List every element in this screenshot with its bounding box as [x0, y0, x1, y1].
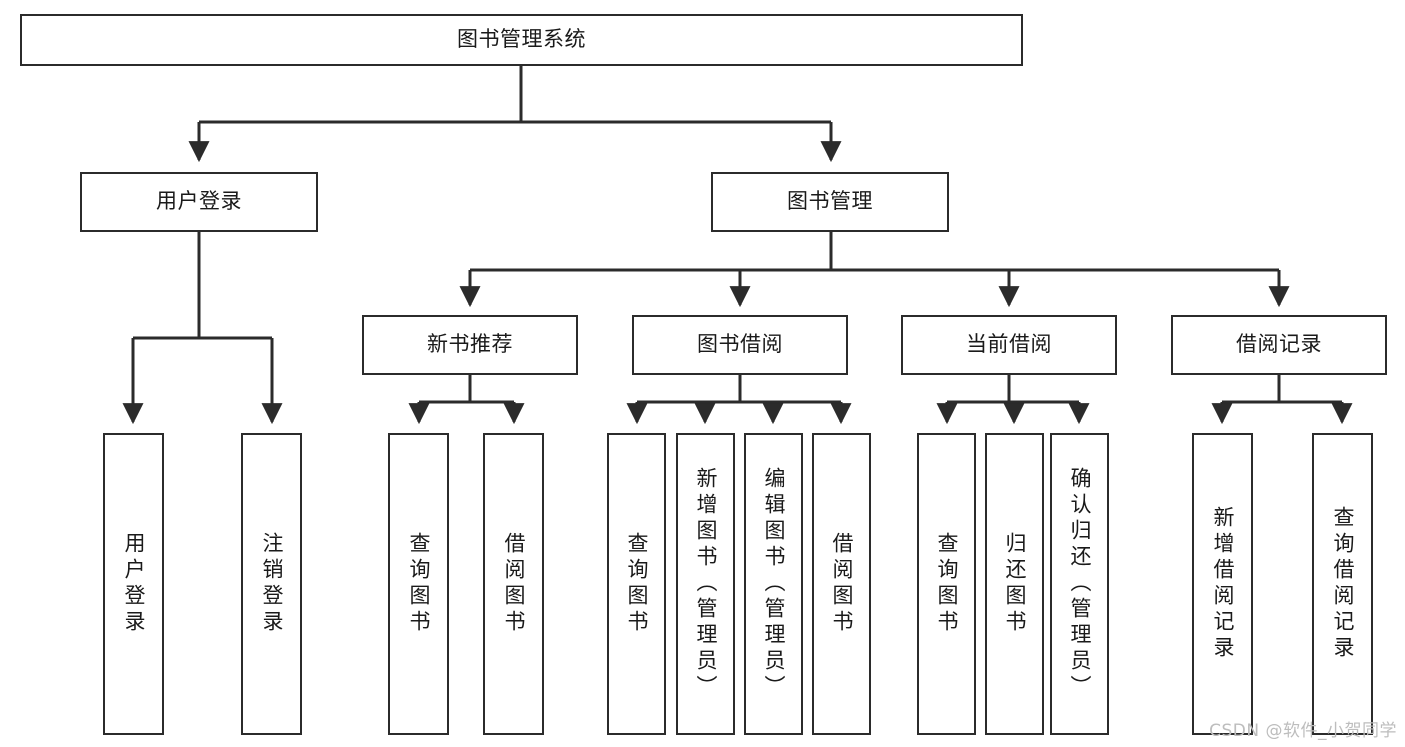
- node-label: 图书管理: [787, 189, 873, 214]
- node-leaf-borrow-book-1[interactable]: 借阅图书: [483, 433, 544, 735]
- node-leaf-query-borrow-record[interactable]: 查询借阅记录: [1312, 433, 1373, 735]
- node-label: 查询借阅记录: [1331, 506, 1355, 662]
- node-label: 用户登录: [122, 532, 146, 636]
- node-label: 当前借阅: [966, 332, 1052, 357]
- node-label: 查询图书: [935, 532, 959, 636]
- node-leaf-query-book-3[interactable]: 查询图书: [917, 433, 976, 735]
- node-leaf-return-book[interactable]: 归还图书: [985, 433, 1044, 735]
- node-user-login[interactable]: 用户登录: [80, 172, 318, 232]
- node-current-borrow[interactable]: 当前借阅: [901, 315, 1117, 375]
- node-label: 查询图书: [407, 532, 431, 636]
- node-leaf-borrow-book-2[interactable]: 借阅图书: [812, 433, 871, 735]
- node-leaf-query-book-1[interactable]: 查询图书: [388, 433, 449, 735]
- node-label: 编辑图书（管理员）: [762, 467, 786, 701]
- node-label: 图书管理系统: [457, 27, 586, 52]
- node-label: 图书借阅: [697, 332, 783, 357]
- node-label: 借阅图书: [502, 532, 526, 636]
- csdn-watermark: CSDN @软件_小贺同学: [1209, 721, 1397, 741]
- node-leaf-confirm-return-admin[interactable]: 确认归还（管理员）: [1050, 433, 1109, 735]
- node-label: 借阅记录: [1236, 332, 1322, 357]
- node-leaf-query-book-2[interactable]: 查询图书: [607, 433, 666, 735]
- node-book-borrow[interactable]: 图书借阅: [632, 315, 848, 375]
- node-leaf-add-book-admin[interactable]: 新增图书（管理员）: [676, 433, 735, 735]
- node-label: 新书推荐: [427, 332, 513, 357]
- node-label: 用户登录: [156, 189, 242, 214]
- node-book-management[interactable]: 图书管理: [711, 172, 949, 232]
- node-label: 注销登录: [260, 532, 284, 636]
- node-book-management-system[interactable]: 图书管理系统: [20, 14, 1023, 66]
- node-new-book-recommend[interactable]: 新书推荐: [362, 315, 578, 375]
- node-leaf-add-borrow-record[interactable]: 新增借阅记录: [1192, 433, 1253, 735]
- node-label: 新增图书（管理员）: [694, 467, 718, 701]
- node-label: 查询图书: [625, 532, 649, 636]
- node-label: 确认归还（管理员）: [1068, 467, 1092, 701]
- node-leaf-edit-book-admin[interactable]: 编辑图书（管理员）: [744, 433, 803, 735]
- node-borrow-record[interactable]: 借阅记录: [1171, 315, 1387, 375]
- node-leaf-logout-login[interactable]: 注销登录: [241, 433, 302, 735]
- node-label: 借阅图书: [830, 532, 854, 636]
- node-leaf-user-login[interactable]: 用户登录: [103, 433, 164, 735]
- node-label: 新增借阅记录: [1211, 506, 1235, 662]
- node-label: 归还图书: [1003, 532, 1027, 636]
